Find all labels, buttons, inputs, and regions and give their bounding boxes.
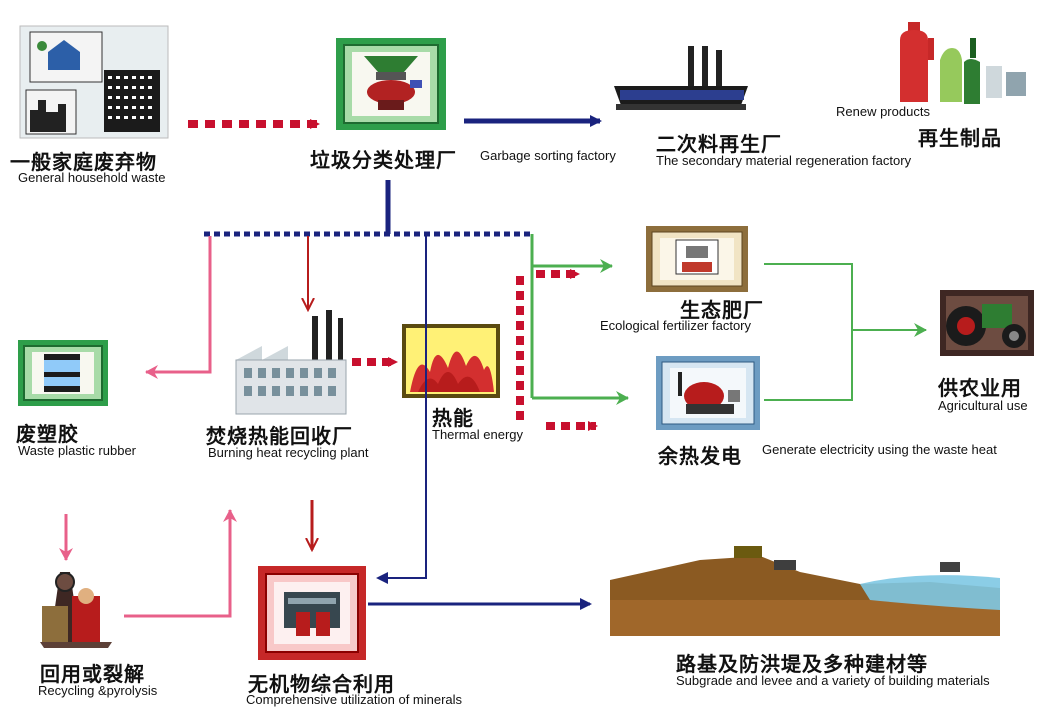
renew-label-en: Renew products — [836, 104, 930, 119]
sorting-label-en: Garbage sorting factory — [480, 148, 616, 163]
building-label-en: Subgrade and levee and a variety of buil… — [676, 673, 990, 688]
electricity-label-en: Generate electricity using the waste hea… — [762, 442, 997, 457]
arrow-recycling-to-burning — [124, 509, 237, 618]
sorting-factory-icon — [336, 38, 446, 130]
household-waste-icon — [19, 25, 169, 139]
plastic-label-en: Waste plastic rubber — [18, 443, 137, 458]
waste-plastic-icon — [18, 340, 108, 406]
renew-products-icon — [900, 22, 1026, 104]
power-plant-icon — [656, 356, 760, 430]
fertilizer-label-zh: 生态肥厂 — [680, 298, 764, 322]
secondary-label-en: The secondary material regeneration fact… — [656, 153, 912, 168]
household-label-en: General household waste — [18, 170, 166, 185]
sorting-label-zh: 垃圾分类处理厂 — [310, 148, 457, 172]
plastic-label-zh: 废塑胶 — [16, 422, 79, 446]
arrow-to-waste-plastic — [145, 236, 212, 379]
arrow-to-minerals — [376, 236, 427, 584]
electricity-label-zh: 余热发电 — [658, 444, 742, 468]
building-materials-landscape-icon — [610, 546, 1000, 636]
recycling-label-zh: 回用或裂解 — [40, 662, 145, 686]
burning-label-en: Burning heat recycling plant — [208, 445, 369, 460]
thermal-label-en: Thermal energy — [432, 427, 524, 442]
agriculture-tractor-icon — [940, 290, 1034, 356]
renew-label-zh: 再生制品 — [918, 126, 1002, 150]
minerals-label-en: Comprehensive utilization of minerals — [246, 692, 463, 707]
recycling-label-en: Recycling &pyrolysis — [38, 683, 158, 698]
burning-label-zh: 焚烧热能回收厂 — [206, 424, 353, 448]
recycling-pyrolysis-icon — [40, 572, 112, 648]
building-label-zh: 路基及防洪堤及多种建材等 — [676, 652, 928, 676]
minerals-utilization-icon — [258, 566, 366, 660]
burning-plant-icon — [235, 310, 347, 415]
fertilizer-label-en: Ecological fertilizer factory — [600, 318, 751, 333]
secondary-factory-icon — [614, 46, 748, 110]
connector-fertilizer-to-merge — [764, 263, 853, 401]
secondary-label-zh: 二次料再生厂 — [656, 132, 782, 156]
minerals-label-zh: 无机物综合利用 — [248, 672, 395, 696]
agriculture-label-en: Agricultural use — [938, 398, 1028, 413]
thermal-label-zh: 热能 — [432, 406, 474, 430]
agriculture-label-zh: 供农业用 — [938, 376, 1022, 400]
household-label-zh: 一般家庭废弃物 — [10, 150, 157, 174]
fertilizer-factory-icon — [646, 226, 748, 292]
thermal-energy-icon — [402, 324, 500, 398]
